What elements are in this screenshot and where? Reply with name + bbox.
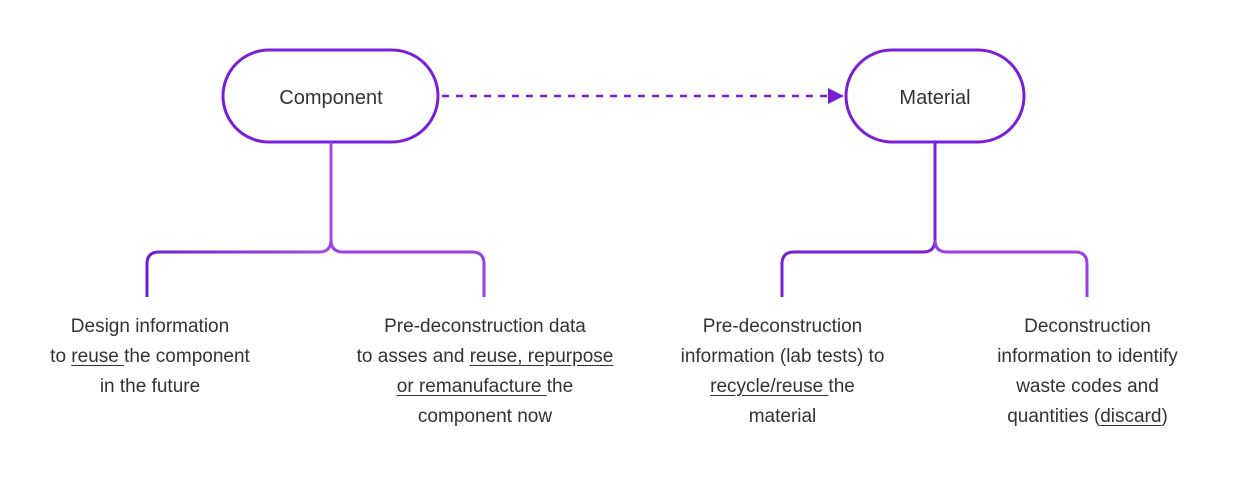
underlined-text: reuse <box>71 346 125 367</box>
text-segment: Design information <box>70 316 230 337</box>
component-branch-connector <box>145 142 486 297</box>
underlined-text: recycle/reuse <box>710 376 829 397</box>
text-segment: component now <box>417 406 553 427</box>
material-discard-text: Deconstruction information to identify was… <box>960 312 1215 432</box>
description-line: to reuse the component <box>20 342 280 372</box>
text-segment: ) <box>1161 406 1168 427</box>
text-segment: quantities ( <box>1007 406 1101 427</box>
arrowhead-icon <box>828 88 844 104</box>
text-segment: Pre-deconstruction <box>702 316 863 337</box>
description-line: Pre-deconstruction <box>655 312 910 342</box>
text-segment: the <box>828 376 855 397</box>
material-branch-left <box>780 142 937 297</box>
underlined-text: discard <box>1100 406 1162 427</box>
description-line: information (lab tests) to <box>655 342 910 372</box>
text-segment: waste codes and <box>1016 376 1159 397</box>
description-line: quantities (discard) <box>960 402 1215 432</box>
underlined-text: or remanufacture <box>396 376 547 397</box>
description-line: material <box>655 402 910 432</box>
component-node[interactable]: Component <box>221 48 440 144</box>
description-line: information to identify <box>960 342 1215 372</box>
description-line: Design information <box>20 312 280 342</box>
material-node[interactable]: Material <box>844 48 1026 144</box>
text-segment: material <box>748 406 817 427</box>
text-segment: to <box>50 346 72 367</box>
description-line: recycle/reuse the <box>655 372 910 402</box>
description-line: in the future <box>20 372 280 402</box>
text-segment: Deconstruction <box>1024 316 1151 337</box>
description-line: component now <box>320 402 650 432</box>
text-segment: information (lab tests) to <box>680 346 885 367</box>
description-line: Pre-deconstruction data <box>320 312 650 342</box>
component-to-material-arrow <box>442 88 844 104</box>
component-branch-left <box>145 142 333 297</box>
component-reuse-now-text: Pre-deconstruction data to asses and reus… <box>320 312 650 432</box>
component-node-label: Component <box>279 87 383 109</box>
text-segment: the component <box>124 346 250 367</box>
description-line: waste codes and <box>960 372 1215 402</box>
description-line: Deconstruction <box>960 312 1215 342</box>
component-future-reuse-text: Design information to reuse the component… <box>20 312 280 402</box>
material-branch-connector <box>780 142 1089 297</box>
component-branch-right <box>329 239 486 297</box>
description-line: or remanufacture the <box>320 372 650 402</box>
material-branch-right <box>933 239 1089 297</box>
text-segment: Pre-deconstruction data <box>384 316 586 337</box>
description-line: to asses and reuse, repurpose <box>320 342 650 372</box>
text-segment: the <box>546 376 574 397</box>
underlined-text: reuse, repurpose <box>469 346 614 367</box>
text-segment: information to identify <box>997 346 1178 367</box>
text-segment: in the future <box>99 376 201 397</box>
material-recycle-text: Pre-deconstruction information (lab tests… <box>655 312 910 432</box>
material-node-label: Material <box>899 87 970 109</box>
text-segment: to asses and <box>356 346 470 367</box>
